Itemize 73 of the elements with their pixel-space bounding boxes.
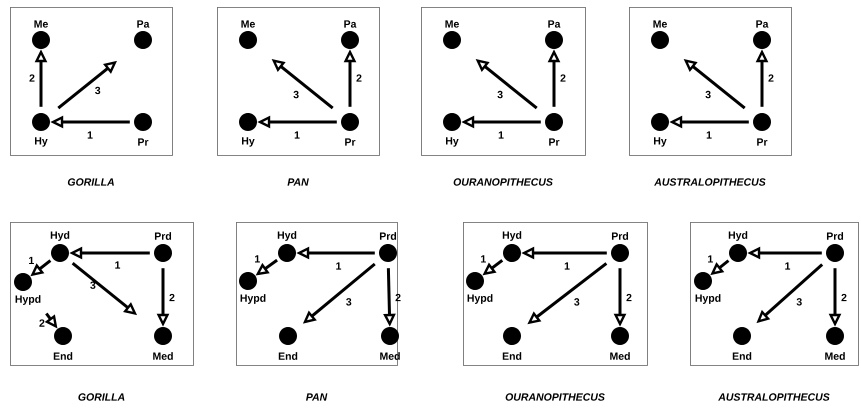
dot-label: Med xyxy=(380,352,400,360)
dot-label: Pa xyxy=(756,20,768,28)
edge-label: 1 xyxy=(564,262,570,270)
dot-label: Med xyxy=(153,352,173,360)
species-label: PAN xyxy=(306,393,328,401)
edge-label: 3 xyxy=(90,281,96,289)
dot-label: Hy xyxy=(35,137,48,147)
dot-label: Hyd xyxy=(728,231,748,241)
edge-label: 1 xyxy=(88,131,93,139)
edge-label: 1 xyxy=(29,256,34,264)
dot-label: Prd xyxy=(612,232,628,240)
edge-label: 1 xyxy=(336,262,342,270)
dot-label: Pa xyxy=(137,20,150,28)
dot-label: Prd xyxy=(826,232,844,240)
edge-label: 3 xyxy=(705,90,711,98)
species-label: AUSTRALOPITHECUS xyxy=(718,393,830,401)
edge-label: 2 xyxy=(626,294,632,302)
dot-label: End xyxy=(278,352,298,360)
edge-label: 2 xyxy=(169,294,174,302)
edge-label: 1 xyxy=(708,255,713,263)
species-label: OURANOPITHECUS xyxy=(506,393,605,401)
dot-label: Hy xyxy=(654,137,667,147)
dot-label: Hyd xyxy=(502,231,522,241)
edge-label: 2 xyxy=(396,294,401,302)
dot-label: Med xyxy=(610,352,630,360)
edge-label: 2 xyxy=(841,294,846,302)
species-label: GORILLA xyxy=(68,178,114,186)
dot-label: Me xyxy=(241,20,255,28)
dot-label: Pa xyxy=(548,20,560,28)
dot-label: Hy xyxy=(446,137,459,147)
edge-label: 1 xyxy=(115,261,120,269)
dot-label: Prd xyxy=(154,232,172,240)
dot-label: Pr xyxy=(345,138,356,146)
dot-label: Hypd xyxy=(240,294,266,304)
dot-label: End xyxy=(502,352,522,360)
dot-label: Pa xyxy=(344,20,356,28)
species-label: OURANOPITHECUS xyxy=(454,178,553,186)
dot-label: Hy xyxy=(242,137,255,147)
dot-label: Pr xyxy=(138,138,148,146)
edge-label: 2 xyxy=(768,74,774,82)
edge-label: 2 xyxy=(29,74,34,82)
dot-label: Me xyxy=(34,20,48,28)
edge-label: 1 xyxy=(481,255,486,263)
dot-label: Hypd xyxy=(696,294,720,304)
edge-label: 2 xyxy=(356,74,362,82)
edge-label: 2 xyxy=(560,74,566,82)
dot-label: End xyxy=(54,352,72,360)
dot-label: Pr xyxy=(549,138,560,146)
edge-label: 1 xyxy=(785,262,790,270)
edge-label: 3 xyxy=(497,90,503,98)
dot-label: Pr xyxy=(757,138,768,146)
edge-label: 2 xyxy=(39,319,44,327)
dot-label: Med xyxy=(825,352,845,360)
edge-label: 1 xyxy=(498,131,504,139)
edge-label: 1 xyxy=(294,131,300,139)
dot-label: Prd xyxy=(380,232,396,240)
dot-label: Me xyxy=(653,20,667,28)
dot-label: Me xyxy=(445,20,459,28)
dot-label: Hyd xyxy=(278,231,296,241)
edge-label: 3 xyxy=(95,86,100,94)
edge-label: 3 xyxy=(796,298,802,306)
species-label: PAN xyxy=(288,178,309,186)
edge-label: 1 xyxy=(706,131,712,139)
dot-label: End xyxy=(732,352,752,360)
dot-label: Hypd xyxy=(16,295,40,305)
edge-label: 3 xyxy=(293,90,299,98)
species-label: GORILLA xyxy=(78,393,124,401)
edge-label: 1 xyxy=(255,255,260,262)
dot-label: Hypd xyxy=(468,294,492,304)
edge-label: 3 xyxy=(346,298,352,306)
edge-label: 3 xyxy=(574,298,580,306)
species-label: AUSTRALOPITHECUS xyxy=(654,178,766,186)
dot-label: Hyd xyxy=(50,231,70,241)
